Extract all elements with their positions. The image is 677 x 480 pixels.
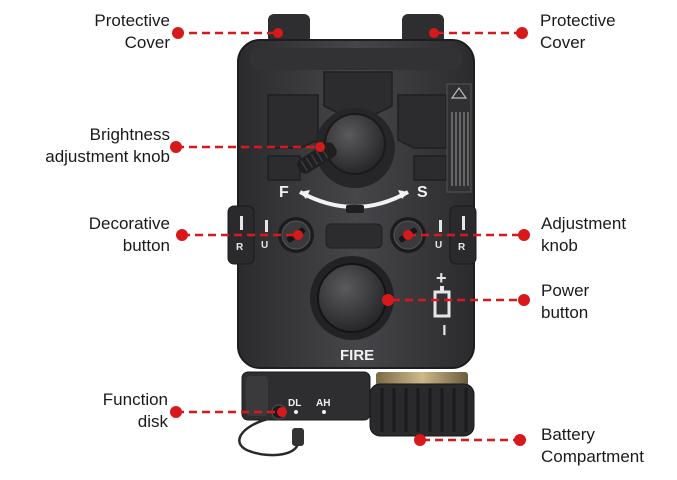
brightness-adjustment-knob xyxy=(297,108,395,188)
u-marking-left: U xyxy=(261,240,268,251)
fire-marking: FIRE xyxy=(340,347,374,364)
lanyard xyxy=(238,416,300,457)
label-protective-cover-right: Protective Cover xyxy=(540,11,616,52)
plus-marking: + xyxy=(436,268,447,288)
r-marking-right: R xyxy=(458,242,466,253)
minus-marking: − xyxy=(434,324,456,336)
label-decorative-button: Decorative button xyxy=(88,214,170,255)
label-protective-cover-left: Protective Cover xyxy=(94,11,170,52)
ah-marking: AH xyxy=(316,398,330,409)
label-battery-compartment: Battery Compartment xyxy=(541,425,644,466)
r-marking-left: R xyxy=(236,242,244,253)
upper-panel xyxy=(267,71,447,181)
f-marking: F xyxy=(279,184,289,201)
callout-lines xyxy=(176,31,524,442)
callout-dots xyxy=(170,27,530,446)
battery-compartment xyxy=(369,372,475,437)
label-power-button: Power button xyxy=(541,281,590,322)
label-brightness-knob: Brightness adjustment knob xyxy=(45,125,170,166)
warning-label xyxy=(446,83,472,193)
power-button xyxy=(310,256,394,340)
u-marking-right: U xyxy=(435,240,442,251)
label-function-disk: Function disk xyxy=(102,390,168,431)
s-marking: S xyxy=(417,184,428,201)
label-adjustment-knob: Adjustment knob xyxy=(541,214,627,255)
dl-marking: DL xyxy=(288,398,301,409)
